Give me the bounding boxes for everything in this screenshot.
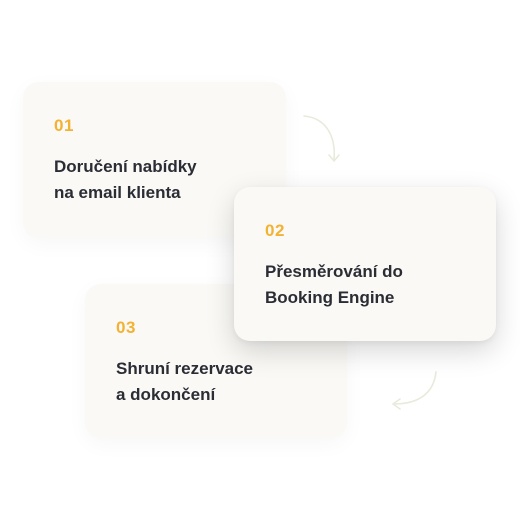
- step-number: 01: [54, 116, 74, 135]
- step-title-line-1: Doručení nabídky: [54, 157, 197, 176]
- curved-arrow-down-icon: [303, 115, 340, 162]
- step-title-line-2: a dokončení: [116, 385, 216, 404]
- step-title: Shruní rezervace a dokončení: [116, 356, 336, 408]
- curved-arrow-left-icon: [392, 371, 437, 410]
- step-number: 02: [265, 221, 285, 240]
- step-title-line-2: na email klienta: [54, 183, 181, 202]
- step-title-line-1: Přesměrování do: [265, 262, 403, 281]
- step-title-line-1: Shruní rezervace: [116, 359, 254, 378]
- step-card-2: 02 Přesměrování do Booking Engine: [234, 187, 496, 341]
- step-title-line-2: Booking Engine: [265, 288, 395, 307]
- step-number: 03: [116, 318, 136, 337]
- step-card-1: 01 Doručení nabídky na email klienta: [23, 82, 286, 238]
- step-title: Doručení nabídky na email klienta: [54, 154, 274, 206]
- step-title: Přesměrování do Booking Engine: [265, 259, 485, 311]
